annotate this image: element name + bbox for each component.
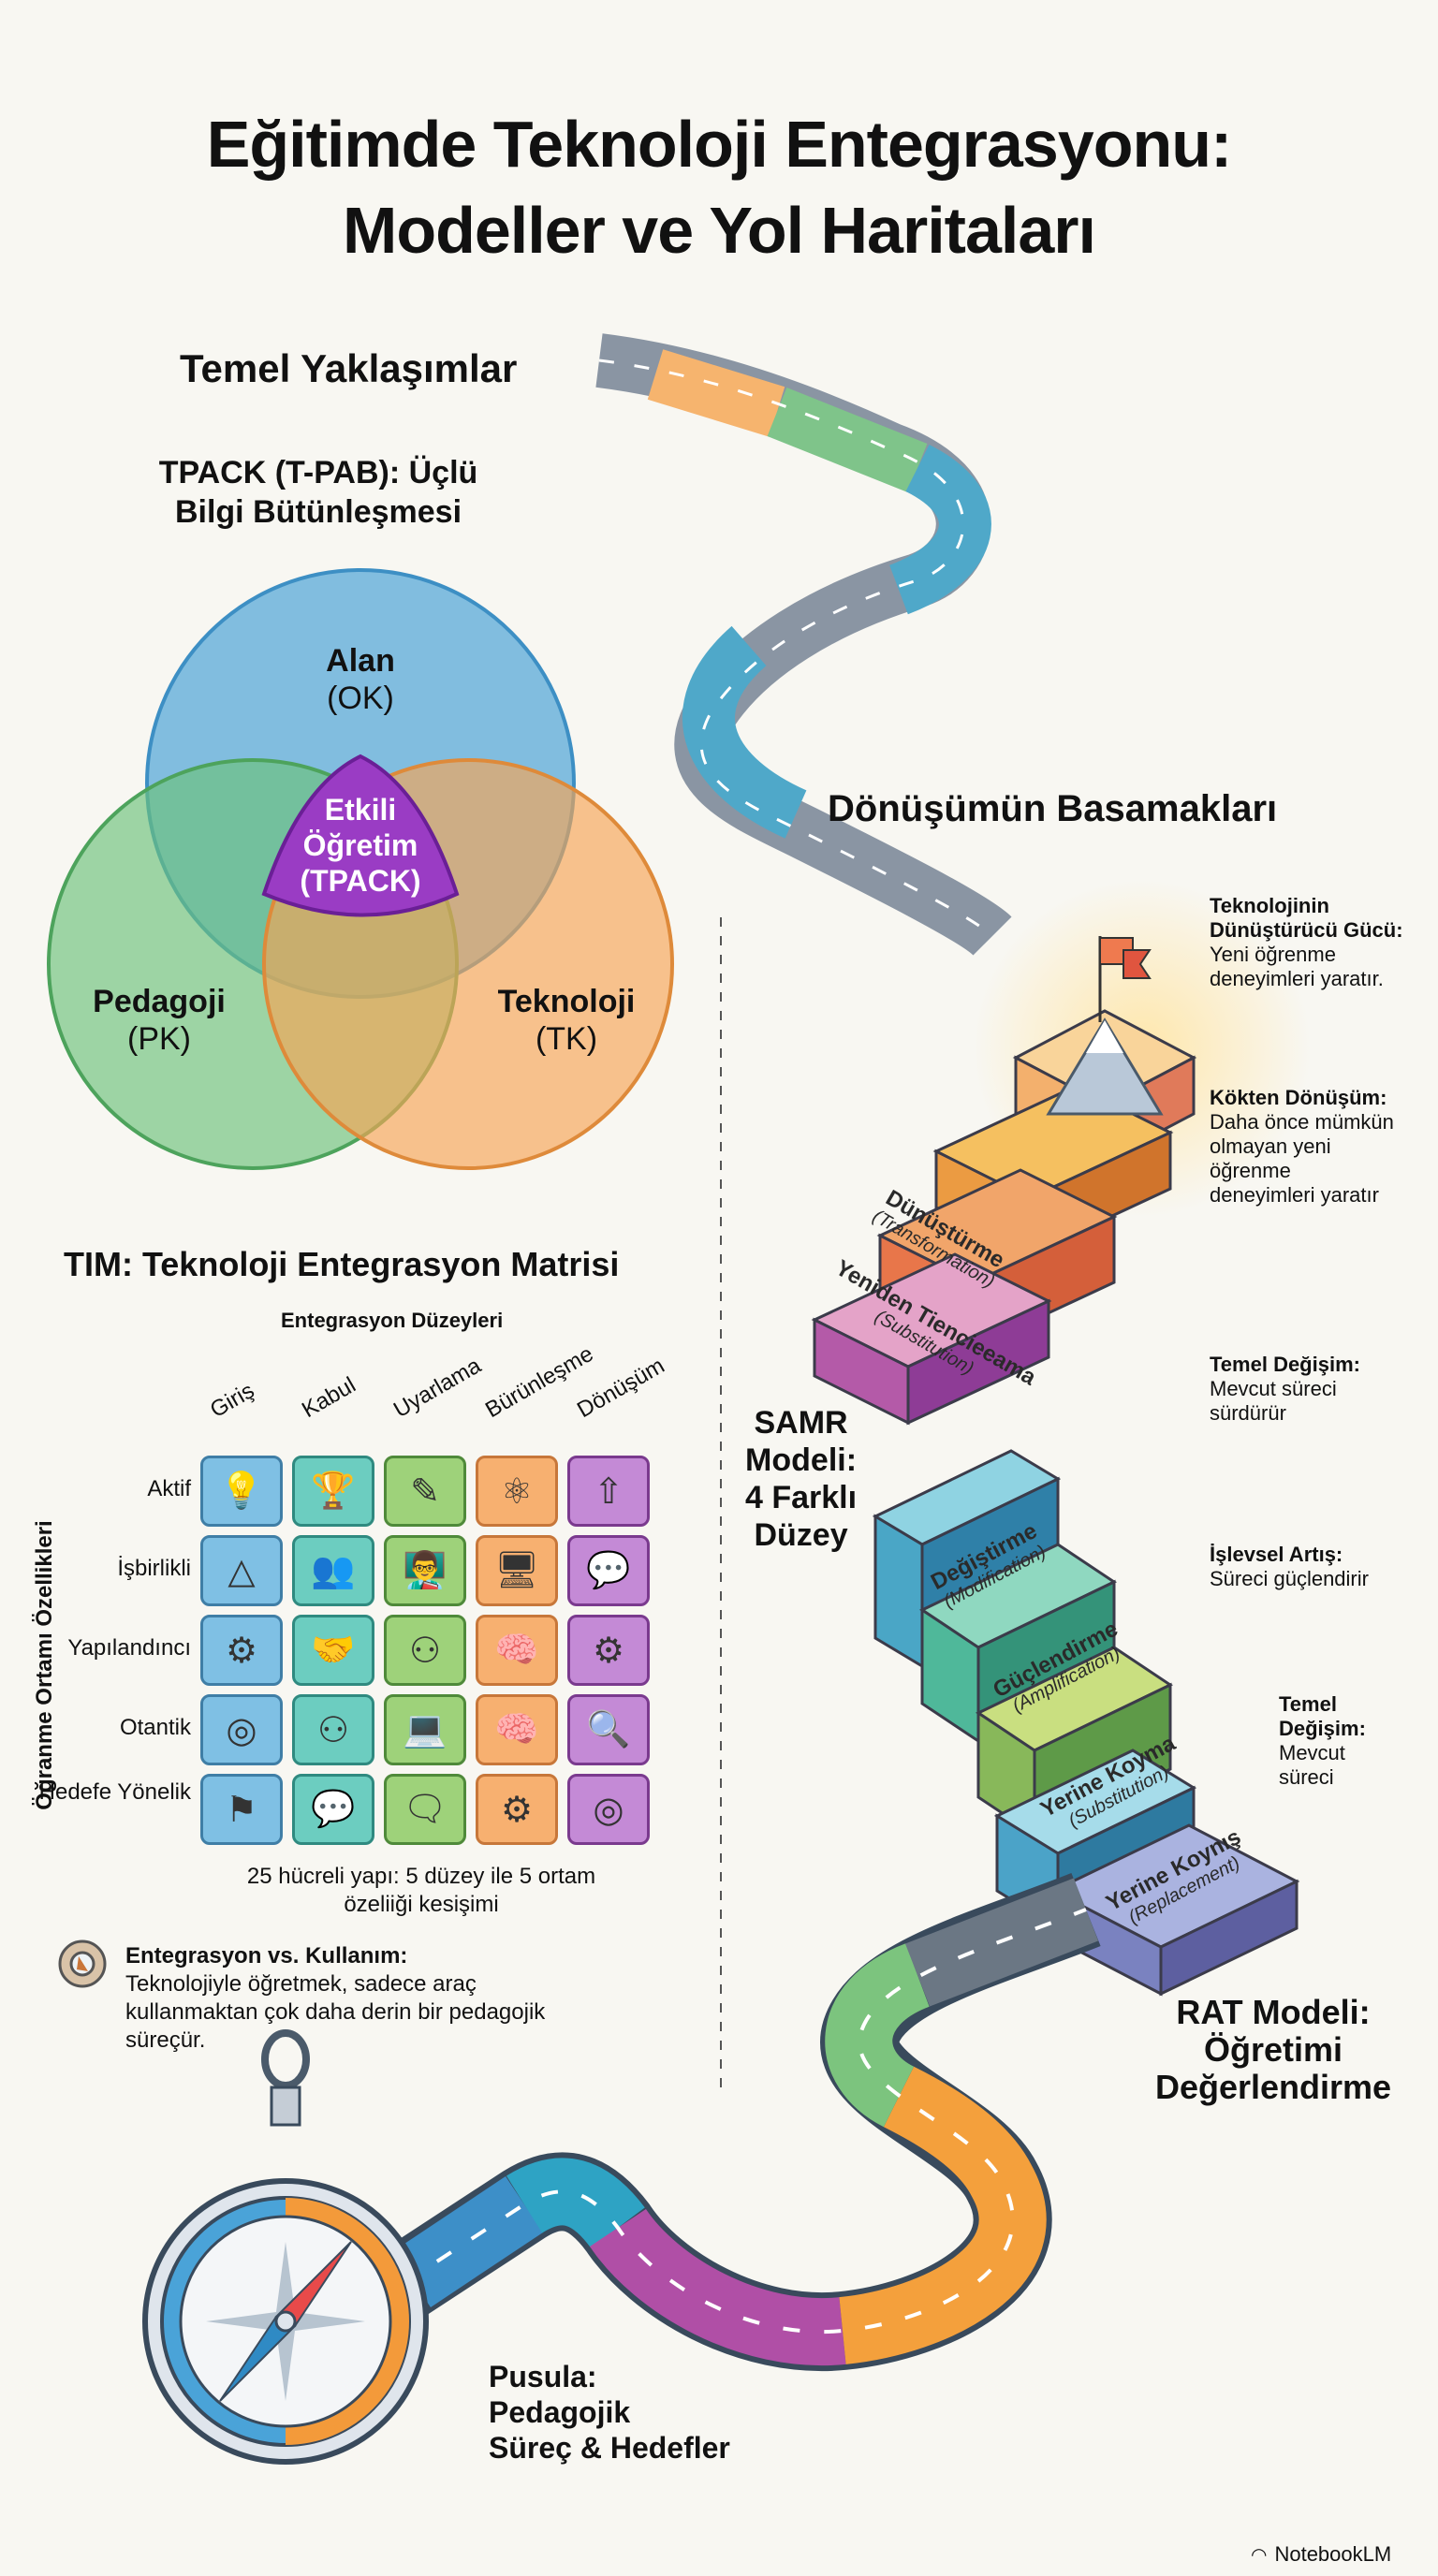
tim-cell: 🗨 xyxy=(384,1774,466,1845)
tim-cell: 🏆 xyxy=(292,1456,374,1527)
tim-cell-icon: 💬 xyxy=(586,1551,631,1590)
tim-cell: 👥 xyxy=(292,1535,374,1606)
section-steps: Dönüşümün Basamakları xyxy=(828,788,1278,829)
tim-title: TIM: Teknoloji Entegrasyon Matrisi xyxy=(64,1245,620,1283)
tim-cell: 🖥 xyxy=(476,1535,558,1606)
integration-note: Entegrasyon vs. Kullanım: Teknolojiyle ö… xyxy=(125,1943,546,2053)
tim-row-label: Otantik xyxy=(119,1715,191,1740)
note-radical-transformation: Kökten Dönüşüm:Daha önce mümkün olmayan … xyxy=(1210,1086,1394,1207)
tim-cell-icon: 👥 xyxy=(311,1551,356,1590)
tim-cell-icon: ⇧ xyxy=(594,1471,624,1512)
tim-cell: △ xyxy=(200,1535,283,1606)
tim-cell: ⚙ xyxy=(200,1615,283,1686)
tim-cell: ⚇ xyxy=(292,1694,374,1765)
tim-cell-icon: 🔍 xyxy=(586,1710,631,1749)
venn-label-pedagogy: Pedagoji(PK) xyxy=(93,984,226,1057)
tim-cell-icon: 💡 xyxy=(219,1471,264,1511)
tim-caption: 25 hücreli yapı: 5 düzey ile 5 ortam öze… xyxy=(246,1864,596,1917)
tim-cell: 🤝 xyxy=(292,1615,374,1686)
tim-cell-icon: ⚛ xyxy=(500,1471,534,1512)
tim-cell: 💡 xyxy=(200,1456,283,1527)
title-line-2: Modeller ve Yol Haritaları xyxy=(343,194,1096,267)
section-basic-approaches: Temel Yaklaşımlar xyxy=(180,346,518,390)
tpack-title: TPACK (T-PAB): Üçlü Bilgi Bütünleşmesi xyxy=(140,453,496,532)
tim-cell: ⚙ xyxy=(476,1774,558,1845)
tim-cell: ◎ xyxy=(200,1694,283,1765)
tim-cell: ◎ xyxy=(567,1774,650,1845)
tim-cell: 🧠 xyxy=(476,1615,558,1686)
tim-cell-icon: ⚙ xyxy=(592,1631,625,1671)
mountain-peak-icon xyxy=(1046,936,1164,1116)
note-basic-change-2: Temel Değişim:Mevcut süreci xyxy=(1279,1692,1366,1789)
tim-row-label: İşbirlikli xyxy=(117,1556,191,1581)
gear-icon xyxy=(58,1939,107,1988)
tim-cell: ⚑ xyxy=(200,1774,283,1845)
venn-label-content: Alan(OK) xyxy=(326,643,395,716)
tim-row-label: Hedefe Yönelik xyxy=(38,1779,191,1805)
tim-cell-icon: ◎ xyxy=(593,1790,624,1830)
note-basic-change: Temel Değişim:Mevcut süreci sürdürür xyxy=(1210,1353,1360,1425)
page-title: Eğitimde Teknoloji Entegrasyonu: Modelle… xyxy=(0,101,1438,273)
tim-cell-icon: 💻 xyxy=(403,1710,448,1749)
tim-cell-icon: ⚇ xyxy=(316,1710,350,1750)
tim-levels-header: Entegrasyon Düzeyleri xyxy=(281,1309,504,1332)
tim-cell-icon: 💬 xyxy=(311,1790,356,1829)
tim-cell: 🔍 xyxy=(567,1694,650,1765)
lower-road xyxy=(381,1873,1101,2372)
tim-cell-icon: ⚙ xyxy=(225,1631,258,1671)
tim-cell-icon: 🧠 xyxy=(494,1710,539,1749)
venn-label-technology: Teknoloji(TK) xyxy=(497,984,636,1057)
brand-name: NotebookLM xyxy=(1274,2542,1392,2566)
tim-row-label: Yapılandıncı xyxy=(67,1635,191,1661)
tim-cell-icon: 🏆 xyxy=(311,1471,356,1511)
tim-cell-icon: ◎ xyxy=(226,1710,257,1750)
tpack-title-line-2: Bilgi Bütünleşmesi xyxy=(174,494,462,530)
tim-row-label: Aktif xyxy=(147,1476,191,1501)
tim-cell-icon: ✎ xyxy=(410,1471,440,1512)
tim-cell: 👨‍🏫 xyxy=(384,1535,466,1606)
tim-cell: 💬 xyxy=(567,1535,650,1606)
venn-label-center: Etkili Öğretim (TPACK) xyxy=(300,793,421,898)
tim-cell-icon: ⚙ xyxy=(500,1790,534,1830)
tim-cell: 💬 xyxy=(292,1774,374,1845)
tim-cell-icon: ⚑ xyxy=(225,1790,258,1830)
tim-cell-icon: △ xyxy=(227,1551,256,1591)
tim-cell-icon: 🖥 xyxy=(493,1551,540,1590)
tpack-title-line-1: TPACK (T-PAB): Üçlü xyxy=(158,455,478,490)
title-line-1: Eğitimde Teknoloji Entegrasyonu: xyxy=(206,108,1233,181)
tim-cell: ⚛ xyxy=(476,1456,558,1527)
note-transformative-power: Teknolojinin Dünüştürücü Gücü: Yeni öğre… xyxy=(1210,894,1403,990)
tim-cell-icon: 🤝 xyxy=(311,1631,356,1670)
tim-cell: ⚙ xyxy=(567,1615,650,1686)
upper-road xyxy=(595,333,1012,957)
tim-cell-icon: 🧠 xyxy=(494,1631,539,1670)
tim-cell: ⇧ xyxy=(567,1456,650,1527)
tim-cell: 🧠 xyxy=(476,1694,558,1765)
tim-cell-icon: 🗨 xyxy=(402,1790,448,1829)
tim-cell-icon: ⚇ xyxy=(408,1631,442,1671)
tim-cell-icon: 👨‍🏫 xyxy=(403,1551,448,1590)
tim-cell: ✎ xyxy=(384,1456,466,1527)
tim-cell: ⚇ xyxy=(384,1615,466,1686)
tim-cell: 💻 xyxy=(384,1694,466,1765)
compass-icon xyxy=(142,2029,429,2465)
brand-footer: ◠ NotebookLM xyxy=(1251,2542,1391,2567)
notebooklm-logo-icon: ◠ xyxy=(1251,2544,1268,2566)
note-functional-increase: İşlevsel Artış:Süreci güçlendirir xyxy=(1210,1543,1369,1590)
